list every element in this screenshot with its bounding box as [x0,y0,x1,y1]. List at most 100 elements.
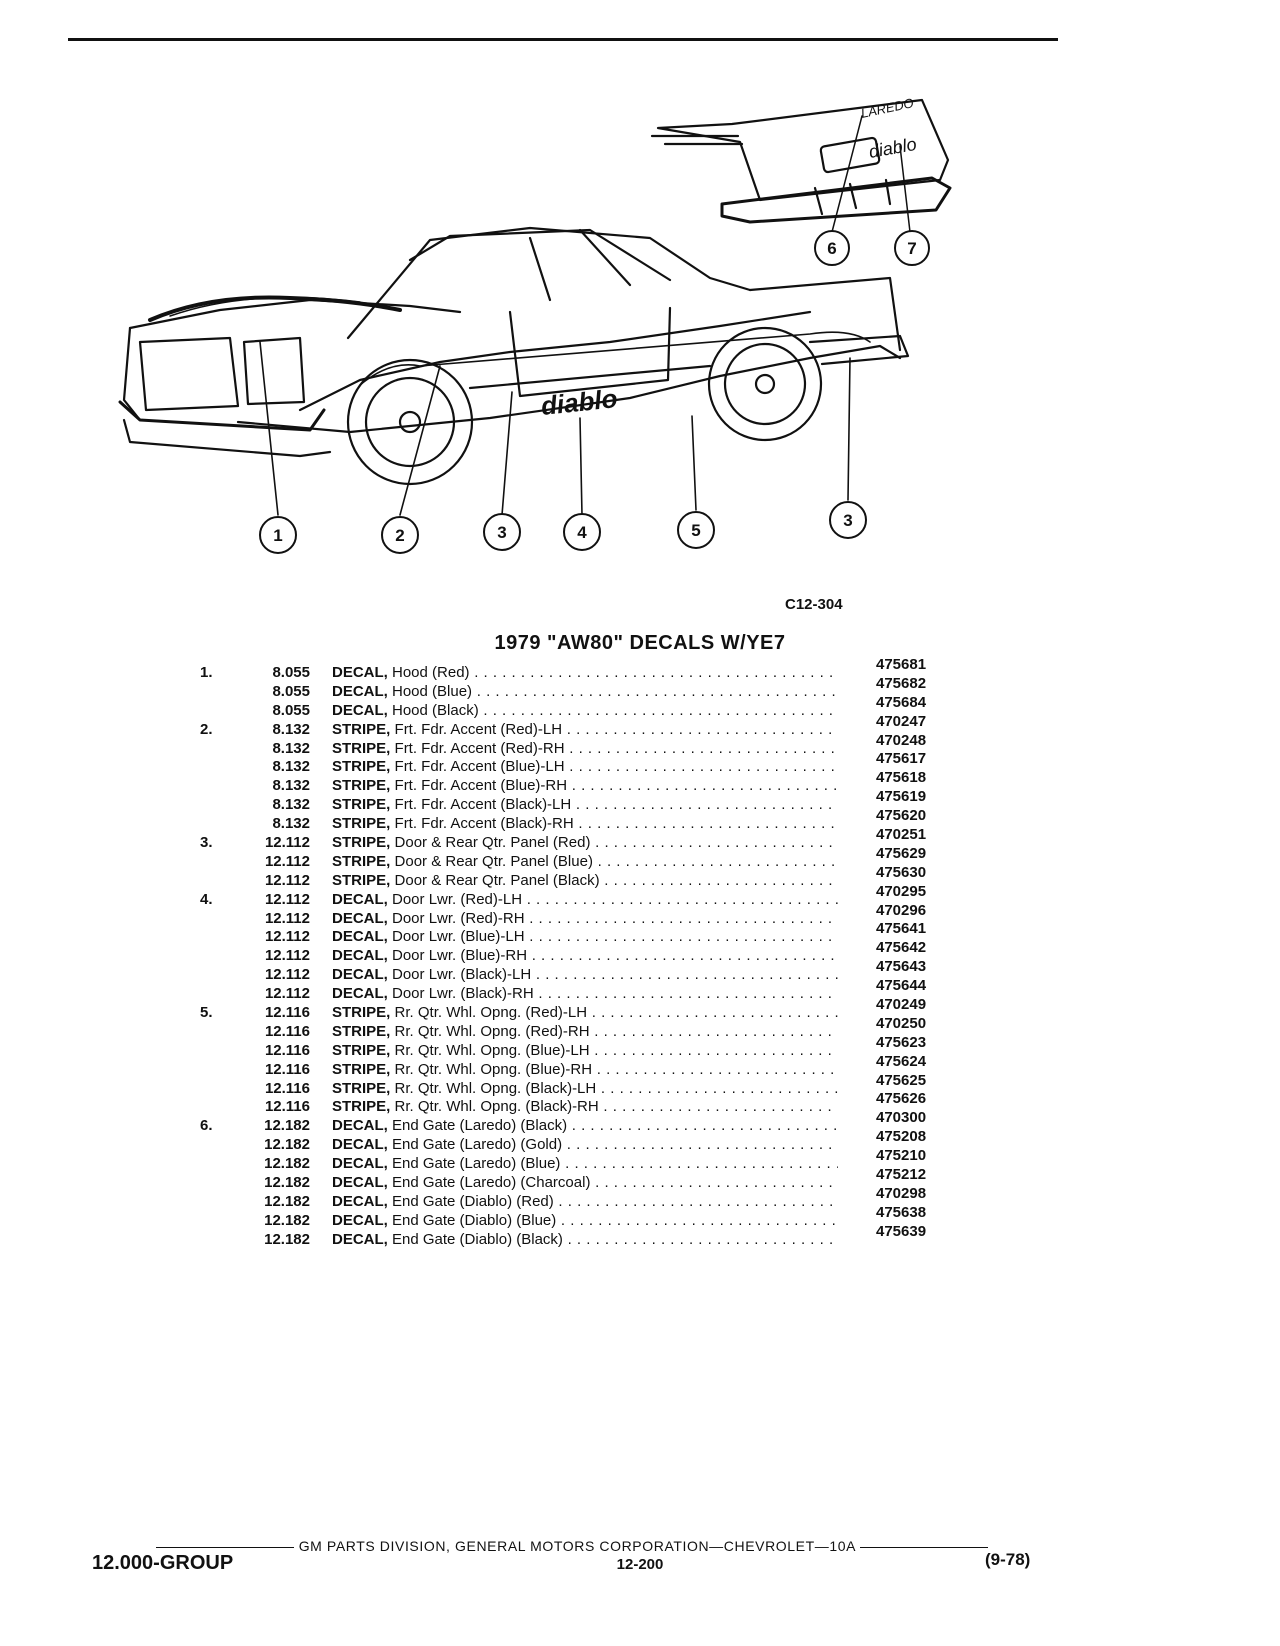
part-description-text: Hood (Red) [387,664,470,681]
part-description-text: Door Lwr. (Blue)-RH [387,947,528,965]
part-keyword: DECAL, [332,890,388,908]
part-keyword: DECAL, [332,1155,388,1173]
part-keyword: DECAL, [332,1136,388,1154]
part-row: 12.116 STRIPE, Rr. Qtr. Whl. Opng. (Blue)… [200,1034,960,1061]
part-keyword: DECAL, [332,1117,388,1135]
part-description: STRIPE, Rr. Qtr. Whl. Opng. (Black)-LH [332,1080,838,1099]
part-keyword: DECAL, [332,701,388,719]
part-number: 475618 [876,769,927,787]
part-description-text: Frt. Fdr. Accent (Blue)-LH [390,758,565,776]
part-description: DECAL, Door Lwr. (Black)-LH [332,966,838,985]
part-description-text: Frt. Fdr. Accent (Blue)-RH [390,777,568,795]
footer-group: 12.000-GROUP [92,1552,234,1574]
part-number: 475644 [876,977,927,995]
part-description: STRIPE, Door & Rear Qtr. Panel (Blue) [332,853,838,872]
part-keyword: STRIPE, [332,1079,391,1097]
part-number: 475629 [876,844,927,862]
group-number: 12.116 [264,1079,310,1097]
part-keyword: DECAL, [332,1211,388,1229]
group-number: 8.132 [272,777,310,795]
part-description: DECAL, Door Lwr. (Blue)-LH [332,928,838,947]
group-number: 12.116 [264,1060,310,1078]
part-number: 475642 [876,939,927,957]
footer-rule-left [156,1546,295,1548]
part-description: DECAL, End Gate (Laredo) (Gold) [332,1136,838,1155]
part-keyword: STRIPE, [332,796,391,814]
part-row: 12.116 STRIPE, Rr. Qtr. Whl. Opng. (Black… [200,1072,960,1099]
group-number: 8.132 [272,815,310,833]
part-description-text: Rr. Qtr. Whl. Opng. (Red)-RH [390,1022,590,1040]
part-row: 12.116 STRIPE, Rr. Qtr. Whl. Opng. (Blue)… [200,1053,960,1080]
group-number: 12.112 [264,852,310,870]
part-number: 470300 [876,1109,927,1127]
part-description-text: Rr. Qtr. Whl. Opng. (Black)-LH [390,1079,597,1097]
svg-text:3: 3 [843,511,852,530]
callout-3b: 3 [829,501,867,539]
part-description: DECAL, Hood (Red) [332,664,838,683]
part-description-text: End Gate (Diablo) (Blue) [387,1211,557,1229]
part-number: 475643 [876,958,927,976]
part-description-text: Door Lwr. (Black)-LH [387,966,532,984]
part-description: STRIPE, Frt. Fdr. Accent (Red)-RH [332,740,838,759]
part-description: STRIPE, Rr. Qtr. Whl. Opng. (Black)-RH [332,1098,838,1117]
part-description-text: Frt. Fdr. Accent (Red)-LH [390,720,563,738]
group-number: 8.055 [272,664,310,681]
part-description: STRIPE, Rr. Qtr. Whl. Opng. (Red)-LH [332,1004,838,1023]
part-description-text: Rr. Qtr. Whl. Opng. (Blue)-LH [390,1041,590,1059]
callout-2: 2 [381,516,419,554]
part-description: DECAL, End Gate (Diablo) (Black) [332,1231,838,1250]
group-number: 8.055 [272,701,310,719]
part-description: DECAL, Hood (Black) [332,702,838,721]
group-number: 12.112 [264,834,310,852]
group-number: 12.182 [264,1136,310,1154]
part-description: STRIPE, Frt. Fdr. Accent (Blue)-RH [332,777,838,796]
part-row: 8.132 STRIPE, Frt. Fdr. Accent (Blue)-RH 4… [200,769,960,796]
part-keyword: DECAL, [332,1174,388,1192]
part-keyword: STRIPE, [332,1041,391,1059]
part-description-text: End Gate (Laredo) (Gold) [387,1136,563,1154]
svg-text:6: 6 [827,239,836,258]
callout-5: 5 [677,511,715,549]
footer-publisher: GM PARTS DIVISION, GENERAL MOTORS CORPOR… [298,1538,856,1554]
part-number: 475684 [876,693,927,711]
part-keyword: STRIPE, [332,1004,391,1022]
part-number: 475641 [876,920,927,938]
part-keyword: STRIPE, [332,1060,391,1078]
group-number: 12.112 [264,966,310,984]
group-number: 8.055 [272,682,310,700]
group-number: 12.116 [264,1041,310,1059]
part-number: 475682 [876,674,927,692]
part-description-text: Hood (Black) [387,701,479,719]
part-keyword: STRIPE, [332,777,391,795]
svg-text:1: 1 [273,526,282,545]
callout-7: 7 [894,230,930,266]
group-number: 8.132 [272,720,310,738]
part-description: STRIPE, Rr. Qtr. Whl. Opng. (Blue)-RH [332,1061,838,1080]
part-number: 475681 [876,656,927,673]
part-description: DECAL, Door Lwr. (Red)-RH [332,910,838,929]
part-number: 470251 [876,826,927,844]
group-number: 8.132 [272,796,310,814]
group-number: 8.132 [272,758,310,776]
part-keyword: DECAL, [332,966,388,984]
part-description-text: Door Lwr. (Red)-RH [387,909,525,927]
figure-code: C12-304 [785,596,843,613]
rear-wheel [707,326,823,442]
leader-lines [259,341,851,516]
part-row: 12.116 STRIPE, Rr. Qtr. Whl. Opng. (Black… [200,1090,960,1117]
group-number: 12.116 [264,1098,310,1116]
part-description-text: End Gate (Laredo) (Black) [387,1117,568,1135]
part-number: 475638 [876,1203,927,1221]
front-wheel [346,358,474,486]
part-row: 12.182 DECAL, End Gate (Laredo) (Gold) 475… [200,1128,960,1155]
part-description-text: Door Lwr. (Black)-RH [387,985,534,1003]
part-number: 475208 [876,1128,927,1146]
svg-text:3: 3 [497,523,506,542]
